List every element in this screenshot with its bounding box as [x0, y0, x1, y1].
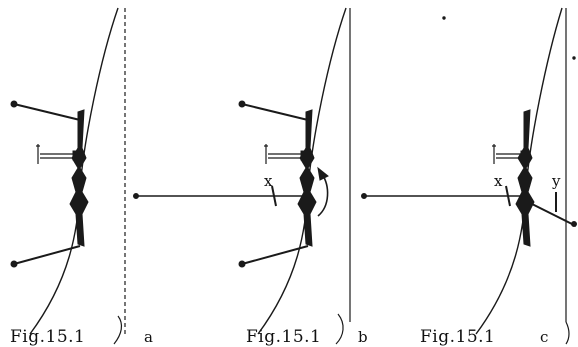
scan-speck — [572, 56, 576, 60]
caption-bracket — [335, 313, 344, 345]
rotation-arrow — [317, 173, 329, 217]
stabilizer-weight — [10, 260, 18, 268]
rotation-arrowhead — [317, 166, 329, 181]
caption-c: Fig.15.1 — [420, 327, 495, 347]
marker-x: x — [494, 172, 503, 190]
upper-stabilizer — [241, 103, 309, 121]
bow-riser — [69, 109, 89, 247]
sight — [264, 144, 307, 164]
lower-stabilizer — [241, 245, 309, 265]
marker-x: x — [264, 172, 273, 190]
lower-stabilizer — [527, 201, 577, 227]
bow-riser — [515, 109, 535, 247]
bow-limb — [475, 7, 563, 335]
bow-limb — [29, 7, 119, 335]
stabilizer-weight — [571, 221, 577, 227]
bow-riser — [297, 109, 317, 247]
caption-bracket — [113, 315, 123, 345]
sight — [492, 144, 527, 164]
caption-bracket — [565, 321, 570, 345]
panel-label-b: b — [358, 328, 368, 346]
arrow-point — [361, 193, 367, 199]
scan-speck — [442, 16, 446, 20]
arrow-point — [133, 193, 139, 199]
panel-label-a: a — [144, 328, 153, 346]
caption-b: Fig.15.1 — [246, 327, 321, 347]
panel-a: Fig.15.1 a — [10, 7, 153, 347]
caption-a: Fig.15.1 — [10, 327, 85, 347]
marker-y: y — [551, 172, 561, 190]
stabilizer-weight — [10, 100, 18, 108]
stabilizer-weight — [238, 260, 246, 268]
bow-limb — [257, 7, 347, 335]
panel-b: x Fig.15.1 b — [133, 7, 368, 347]
clicker-mark — [505, 185, 511, 207]
panel-label-c: c — [540, 328, 548, 346]
upper-stabilizer — [13, 103, 81, 121]
sight — [36, 144, 79, 164]
panel-c: x y Fig.15.1 c — [361, 7, 577, 347]
stabilizer-weight — [238, 100, 246, 108]
clicker-mark — [271, 185, 277, 207]
lower-stabilizer — [13, 245, 81, 265]
